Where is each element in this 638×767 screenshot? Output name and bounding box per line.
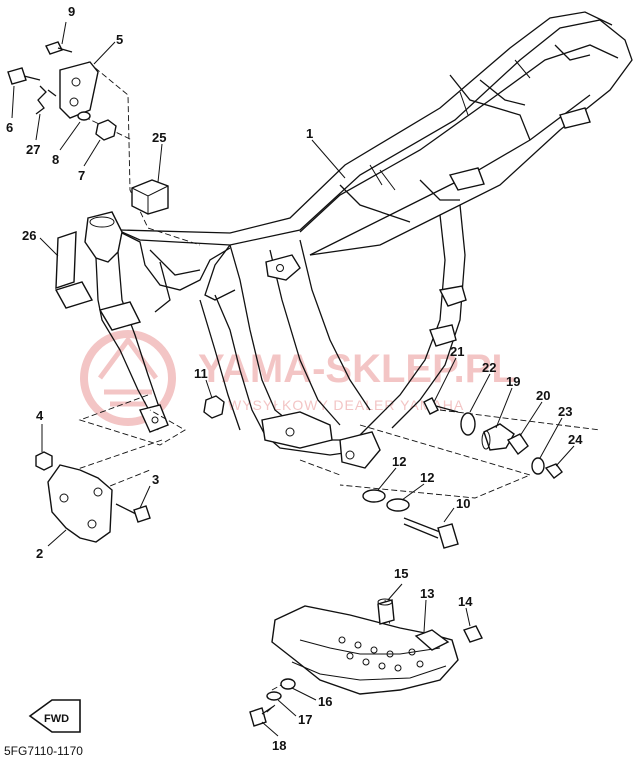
part-15-damper[interactable] xyxy=(377,598,395,625)
part-23-washer[interactable] xyxy=(531,457,545,475)
part-20-collar[interactable] xyxy=(506,433,529,456)
part-18-bolt[interactable] xyxy=(249,705,275,727)
callout-22: 22 xyxy=(482,360,496,375)
head-tube[interactable] xyxy=(54,211,169,433)
part-2-engine-bracket[interactable] xyxy=(47,464,113,543)
part-4-nut[interactable] xyxy=(35,451,53,471)
part-24-nut[interactable] xyxy=(544,463,563,479)
fwd-arrow-icon: FWD xyxy=(28,699,81,733)
watermark-logo-mark xyxy=(97,335,159,407)
part-12-washer-b[interactable] xyxy=(386,498,410,512)
watermark-logo-icon xyxy=(80,330,176,426)
part-27-clip[interactable] xyxy=(35,85,57,115)
part-8-washer[interactable] xyxy=(77,111,91,121)
callout-26: 26 xyxy=(22,228,36,243)
callout-9: 9 xyxy=(68,4,75,19)
callout-5: 5 xyxy=(116,32,123,47)
callout-labels: 1 2 3 4 5 6 7 8 9 10 11 12 12 13 14 15 1… xyxy=(6,4,583,753)
callout-19: 19 xyxy=(506,374,520,389)
callout-21: 21 xyxy=(450,344,464,359)
callout-2: 2 xyxy=(36,546,43,561)
part-19-collar[interactable] xyxy=(481,423,515,451)
callout-13: 13 xyxy=(420,586,434,601)
callout-11: 11 xyxy=(194,366,208,381)
part-14-nut[interactable] xyxy=(463,625,483,643)
callout-1: 1 xyxy=(306,126,313,141)
callout-24: 24 xyxy=(568,432,583,447)
callout-3: 3 xyxy=(152,472,159,487)
part-11-nut[interactable] xyxy=(203,395,225,419)
part-9-bolt[interactable] xyxy=(45,41,73,55)
watermark-brand: YAMA-SKLEP.PL xyxy=(198,347,516,391)
catalog-code: 5FG7110-1170 xyxy=(4,744,83,758)
part-16-collar[interactable] xyxy=(280,678,296,690)
part-21-bolt[interactable] xyxy=(423,397,459,415)
part-12-washer-a[interactable] xyxy=(362,489,386,503)
watermark: YAMA-SKLEP.PL WYSYŁKOWY DEALER YAMAHA xyxy=(80,330,516,426)
callout-7: 7 xyxy=(78,168,85,183)
callout-14: 14 xyxy=(458,594,473,609)
callout-16: 16 xyxy=(318,694,332,709)
leader-lines xyxy=(11,21,575,737)
part-6-bolt[interactable] xyxy=(7,67,41,85)
main-frame[interactable] xyxy=(94,11,633,469)
callout-12b: 12 xyxy=(420,470,434,485)
part-25-cover[interactable] xyxy=(131,179,169,215)
callout-17: 17 xyxy=(298,712,312,727)
callout-18: 18 xyxy=(272,738,286,753)
part-17-washer[interactable] xyxy=(266,691,282,701)
callout-20: 20 xyxy=(536,388,550,403)
callout-15: 15 xyxy=(394,566,408,581)
callout-12a: 12 xyxy=(392,454,406,469)
fwd-label: FWD xyxy=(44,713,69,725)
callout-27: 27 xyxy=(26,142,40,157)
part-3-bolt[interactable] xyxy=(115,503,151,523)
part-7-nut[interactable] xyxy=(95,119,117,141)
part-5-bracket[interactable] xyxy=(59,61,99,119)
callout-4: 4 xyxy=(36,408,44,423)
part-26-label-plate[interactable] xyxy=(55,231,77,289)
part-22-spacer[interactable] xyxy=(460,412,476,436)
callout-8: 8 xyxy=(52,152,59,167)
callout-6: 6 xyxy=(6,120,13,135)
part-10-long-bolt[interactable] xyxy=(403,517,459,549)
callout-25: 25 xyxy=(152,130,166,145)
part-13-skid-plate[interactable] xyxy=(271,605,459,695)
callout-10: 10 xyxy=(456,496,470,511)
callout-23: 23 xyxy=(558,404,572,419)
watermark-tagline: WYSYŁKOWY DEALER YAMAHA xyxy=(228,397,464,413)
